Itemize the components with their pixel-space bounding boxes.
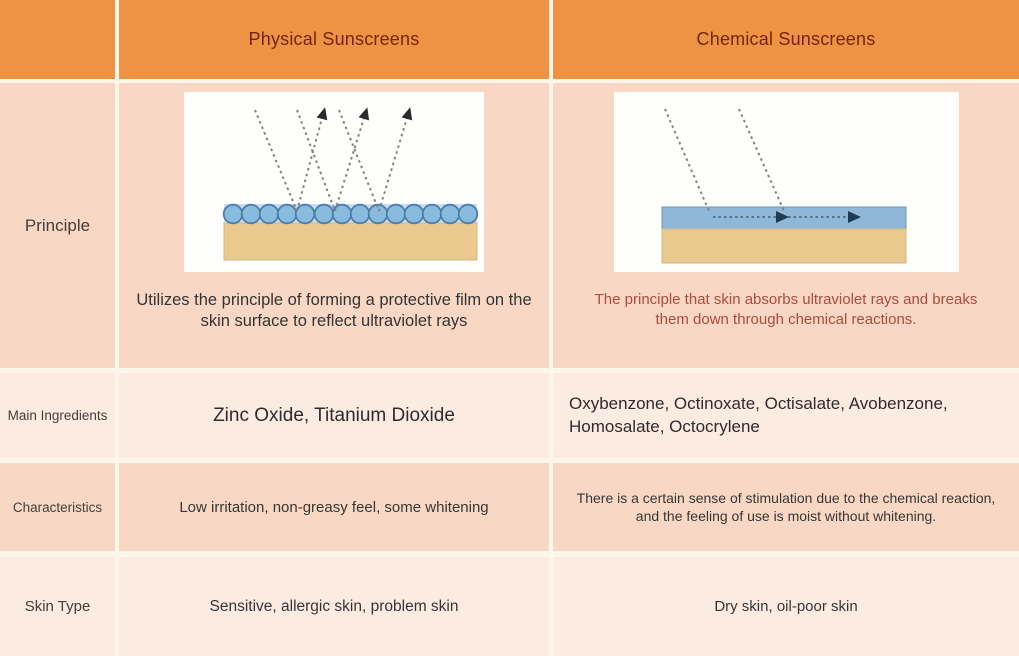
skin-layer [661, 228, 906, 264]
absorbed-ray-arrowheads [775, 211, 861, 223]
physical-sunscreen-diagram [184, 92, 484, 272]
mineral-particle-circles [222, 203, 479, 225]
row-label-principle: Principle [0, 83, 115, 368]
header-physical-sunscreens: Physical Sunscreens [119, 0, 549, 79]
reflected-ray-arrowheads [316, 107, 413, 121]
cell-ingredients-chemical: Oxybenzone, Octinoxate, Octisalate, Avob… [553, 373, 1019, 458]
cell-characteristics-physical: Low irritation, non-greasy feel, some wh… [119, 463, 549, 551]
cell-ingredients-physical: Zinc Oxide, Titanium Dioxide [119, 373, 549, 458]
cell-principle-chemical: The principle that skin absorbs ultravio… [553, 83, 1019, 368]
header-chemical-sunscreens: Chemical Sunscreens [553, 0, 1019, 79]
chemical-sunscreen-diagram [613, 92, 959, 272]
cell-skin-type-chemical: Dry skin, oil-poor skin [553, 557, 1019, 656]
cell-characteristics-chemical: There is a certain sense of stimulation … [553, 463, 1019, 551]
skin-layer [223, 222, 478, 261]
row-label-main-ingredients: Main Ingredients [0, 373, 115, 458]
cell-skin-type-physical: Sensitive, allergic skin, problem skin [119, 557, 549, 656]
uv-ray-dotted-lines [663, 108, 785, 212]
cell-principle-physical: Utilizes the principle of forming a prot… [119, 83, 549, 368]
header-corner-cell [0, 0, 115, 79]
row-label-skin-type: Skin Type [0, 557, 115, 656]
principle-physical-text: Utilizes the principle of forming a prot… [136, 291, 532, 330]
row-label-characteristics: Characteristics [0, 463, 115, 551]
principle-chemical-text: The principle that skin absorbs ultravio… [594, 291, 978, 328]
uv-ray-dotted-lines [254, 109, 408, 212]
